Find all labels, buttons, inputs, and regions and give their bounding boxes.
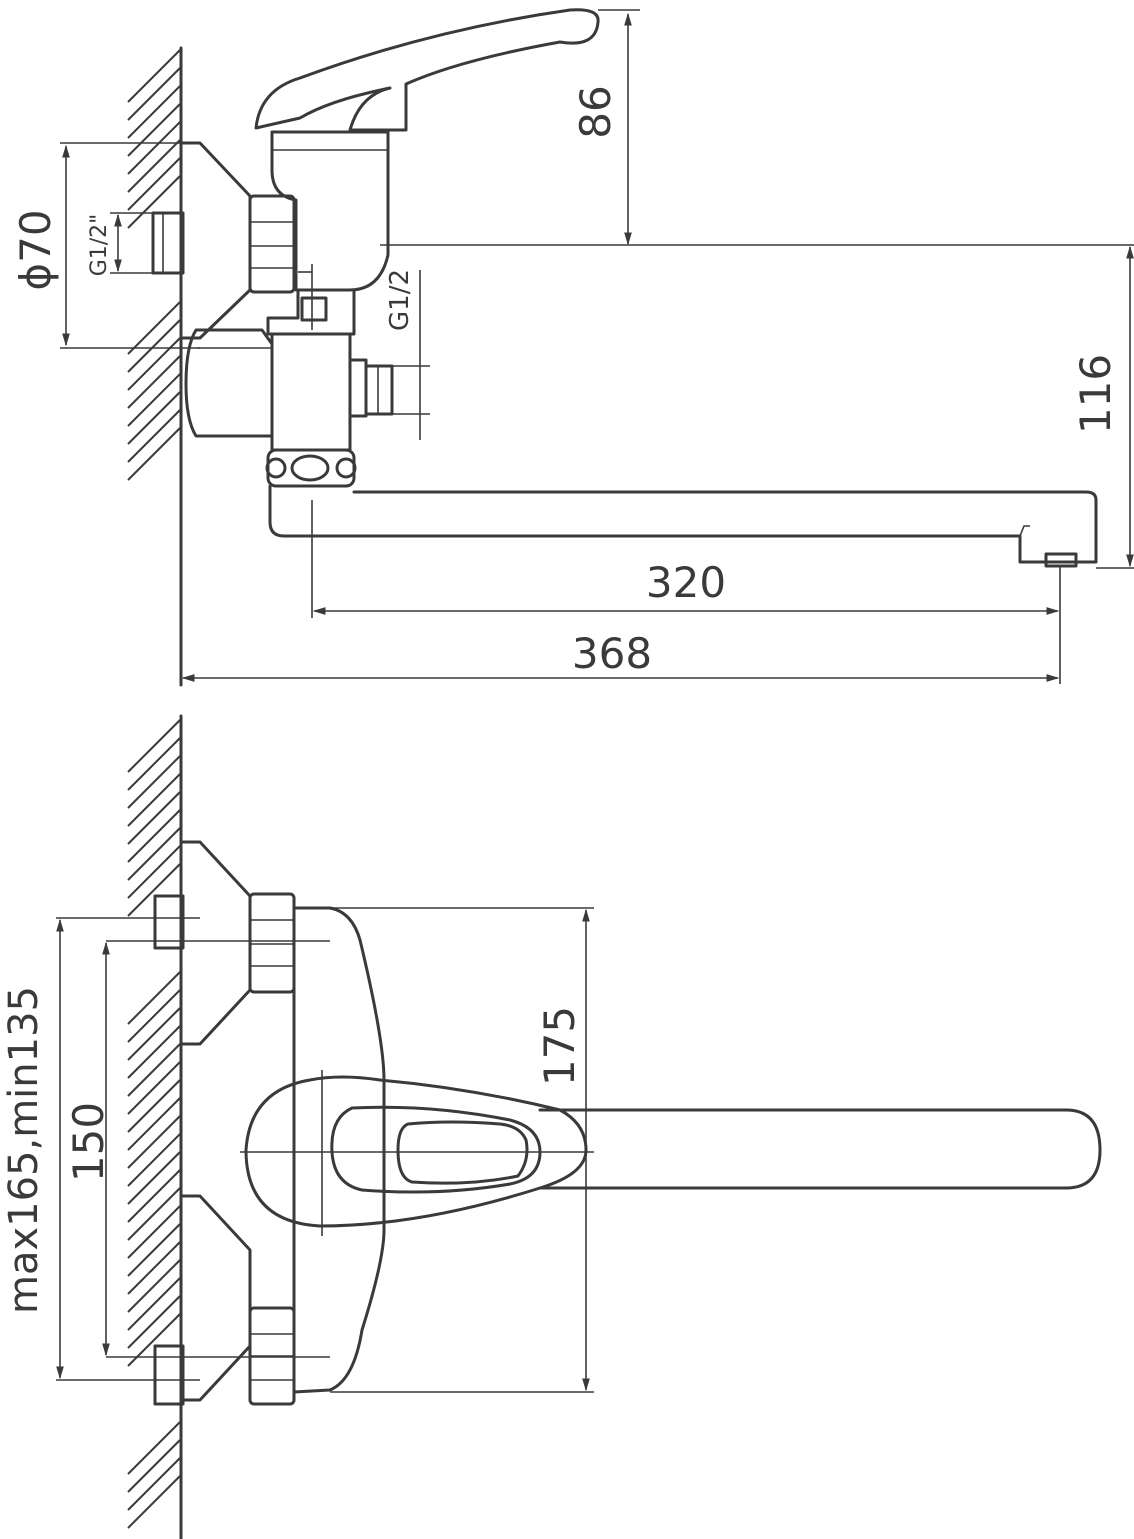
wall-hatching-front bbox=[127, 714, 183, 1539]
spout-top bbox=[268, 484, 1098, 564]
dim-spout-reach: 320 bbox=[311, 500, 1061, 684]
hatch-line bbox=[127, 791, 181, 845]
dim-height-handle: 86 bbox=[571, 9, 640, 246]
hatch-line bbox=[127, 1151, 181, 1205]
dim-116-label: 116 bbox=[1071, 354, 1120, 434]
hatch-line bbox=[127, 1169, 181, 1223]
dim-height-spout: 116 bbox=[1071, 245, 1134, 569]
lever-handle-top bbox=[254, 8, 600, 132]
dim-86-label: 86 bbox=[571, 85, 620, 138]
dim-phi70-label: ϕ70 bbox=[11, 209, 60, 290]
hatch-line bbox=[127, 1187, 181, 1241]
dim-body-height: 175 bbox=[330, 907, 594, 1393]
wall-flange-upper bbox=[181, 840, 252, 1046]
hatch-line bbox=[127, 1205, 181, 1259]
hatch-line bbox=[127, 355, 181, 409]
hatch-line bbox=[127, 773, 181, 827]
top-view: 86 116 320 368 ϕ70 bbox=[11, 8, 1134, 687]
hex-nut-front-upper bbox=[248, 892, 296, 994]
eccentric-pipe-top bbox=[151, 211, 185, 275]
dim-flange-diameter: ϕ70 bbox=[11, 142, 200, 349]
diverter-body bbox=[184, 328, 368, 452]
hatch-line bbox=[127, 139, 181, 193]
dim-overall-length: 368 bbox=[181, 629, 1060, 682]
hatch-line bbox=[127, 85, 181, 139]
eccentric-upper bbox=[153, 894, 185, 950]
hatch-line bbox=[127, 719, 181, 773]
lever-inner-outline bbox=[330, 1105, 542, 1194]
wall-flange-lower bbox=[181, 1194, 252, 1402]
hatch-line bbox=[127, 1079, 181, 1133]
hatch-line bbox=[127, 827, 181, 881]
dim-centers-range: max165,min135 bbox=[1, 917, 200, 1381]
front-view: 175 150 max165,min135 bbox=[1, 714, 1102, 1539]
hatch-line bbox=[127, 1421, 181, 1475]
dim-centers: 150 bbox=[64, 941, 113, 1357]
hatch-line bbox=[127, 755, 181, 809]
dim-150-label: 150 bbox=[64, 1102, 113, 1182]
hatch-line bbox=[127, 1277, 181, 1331]
hatch-line bbox=[127, 1007, 181, 1061]
hatch-line bbox=[127, 971, 181, 1025]
hatch-line bbox=[127, 863, 181, 917]
wall-hatching-top bbox=[127, 46, 183, 687]
dim-368-label: 368 bbox=[572, 629, 652, 678]
dim-g12-right-label: G1/2 bbox=[385, 269, 415, 331]
mixer-body-front bbox=[292, 906, 386, 1394]
dim-175-label: 175 bbox=[535, 1006, 584, 1086]
hatch-line bbox=[127, 1061, 181, 1115]
hatch-line bbox=[127, 1457, 181, 1511]
lever-handle-front bbox=[244, 1075, 588, 1228]
mixer-body-top bbox=[270, 130, 390, 292]
dim-thread-right: G1/2 bbox=[385, 269, 430, 440]
dim-320-label: 320 bbox=[646, 558, 726, 607]
eccentric-lower bbox=[153, 1344, 185, 1406]
hatch-line bbox=[127, 301, 181, 355]
dim-g12-left-label: G1/2" bbox=[87, 214, 112, 277]
hatch-line bbox=[127, 319, 181, 373]
hatch-line bbox=[127, 175, 181, 229]
hatch-line bbox=[127, 1241, 181, 1295]
hatch-line bbox=[127, 989, 181, 1043]
hatch-line bbox=[127, 103, 181, 157]
cartridge-neck bbox=[266, 288, 356, 336]
hatch-line bbox=[127, 1115, 181, 1169]
spout-front bbox=[538, 1108, 1102, 1190]
swivel-ring bbox=[265, 448, 357, 488]
hatch-line bbox=[127, 737, 181, 791]
hatch-line bbox=[127, 1475, 181, 1529]
dim-range-label: max165,min135 bbox=[1, 986, 47, 1314]
hatch-line bbox=[127, 1097, 181, 1151]
hatch-line bbox=[127, 157, 181, 211]
hatch-line bbox=[127, 409, 181, 463]
lever-logo-plate bbox=[396, 1120, 529, 1185]
hex-nut-upper bbox=[248, 194, 296, 294]
hatch-line bbox=[127, 373, 181, 427]
hatch-line bbox=[127, 1295, 181, 1349]
hex-nut-front-lower bbox=[248, 1306, 296, 1406]
wall-flange-top bbox=[181, 141, 252, 340]
hatch-line bbox=[127, 809, 181, 863]
hatch-line bbox=[127, 337, 181, 391]
hatch-line bbox=[127, 1223, 181, 1277]
hatch-line bbox=[127, 1439, 181, 1493]
shower-outlet bbox=[364, 364, 394, 416]
hatch-line bbox=[127, 1025, 181, 1079]
aerator bbox=[1044, 552, 1078, 568]
hatch-line bbox=[127, 391, 181, 445]
hatch-line bbox=[127, 845, 181, 899]
dim-thread-left: G1/2" bbox=[87, 212, 153, 277]
hatch-line bbox=[127, 1133, 181, 1187]
hatch-line bbox=[127, 427, 181, 481]
hatch-line bbox=[127, 1043, 181, 1097]
hatch-line bbox=[127, 49, 181, 103]
hatch-line bbox=[127, 1259, 181, 1313]
hatch-line bbox=[127, 121, 181, 175]
hatch-line bbox=[127, 67, 181, 121]
